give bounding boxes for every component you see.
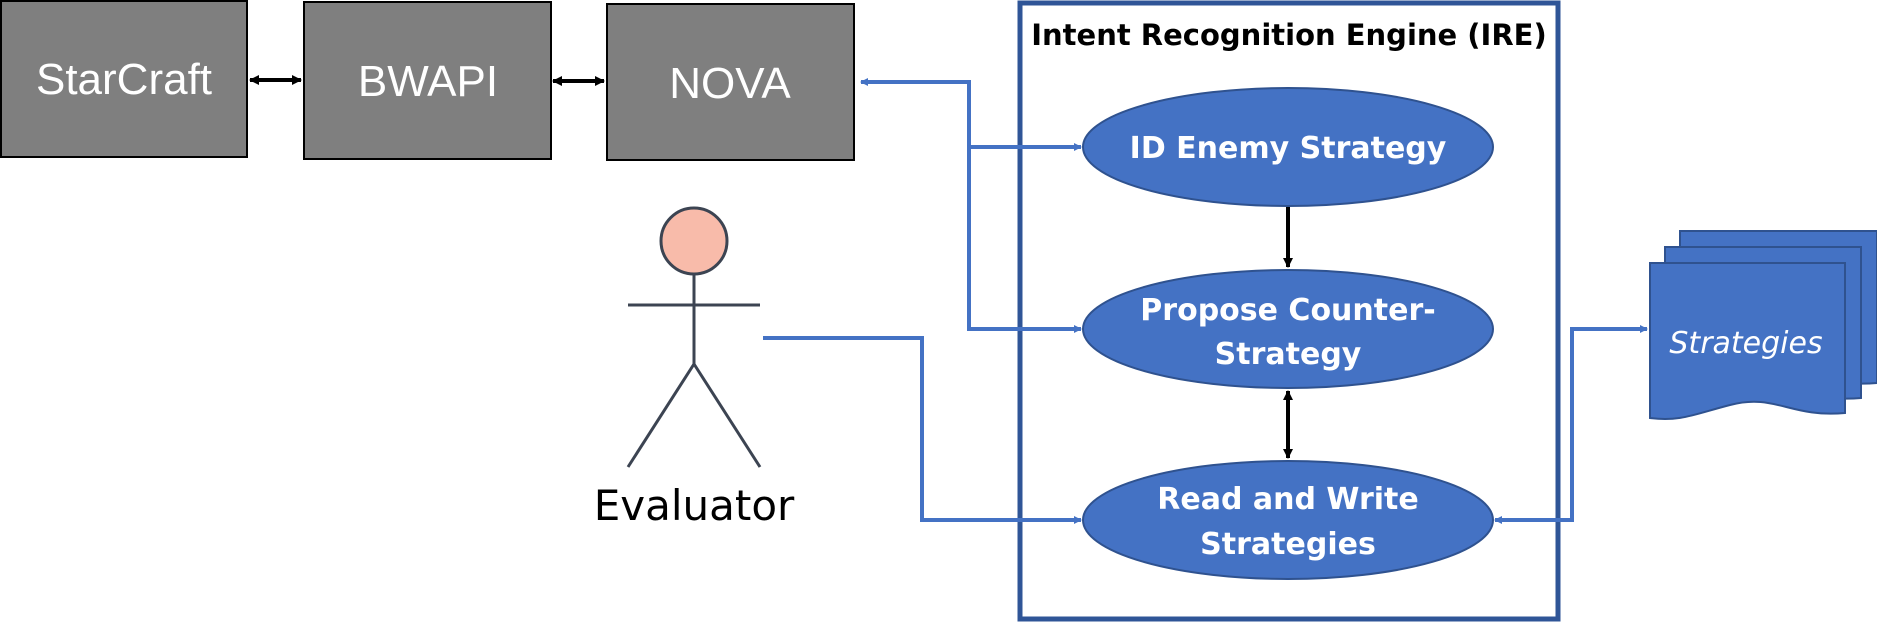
strategies-label: Strategies xyxy=(1669,326,1822,361)
readwrite-label-line2: Strategies xyxy=(1200,527,1376,562)
id-enemy-ellipse: ID Enemy Strategy xyxy=(1082,87,1494,207)
evaluator-to-readwrite-connector xyxy=(763,336,1082,524)
propose-ellipse: Propose Counter- Strategy xyxy=(1082,269,1494,389)
engine-title: Intent Recognition Engine (IRE) xyxy=(1031,18,1547,52)
bwapi-label: BWAPI xyxy=(358,57,498,106)
evaluator-actor-icon xyxy=(626,206,762,468)
bwapi-box: BWAPI xyxy=(303,1,552,160)
readwrite-label-line1: Read and Write xyxy=(1157,482,1418,517)
nova-box: NOVA xyxy=(606,3,855,161)
strategies-document-icon xyxy=(1649,230,1877,421)
starcraft-box: StarCraft xyxy=(0,0,248,158)
starcraft-label: StarCraft xyxy=(36,55,212,104)
readwrite-to-strategies-connector xyxy=(1494,325,1648,524)
engine-container xyxy=(1017,0,1561,622)
nova-to-id-connector xyxy=(860,78,1082,151)
evaluator-label: Evaluator xyxy=(594,481,795,530)
id-enemy-label: ID Enemy Strategy xyxy=(1130,131,1447,166)
propose-label-line2: Strategy xyxy=(1215,337,1362,372)
propose-label-line1: Propose Counter- xyxy=(1140,293,1435,328)
readwrite-ellipse: Read and Write Strategies xyxy=(1082,460,1494,580)
nova-to-propose-connector xyxy=(967,147,1082,333)
nova-label: NOVA xyxy=(669,59,791,108)
